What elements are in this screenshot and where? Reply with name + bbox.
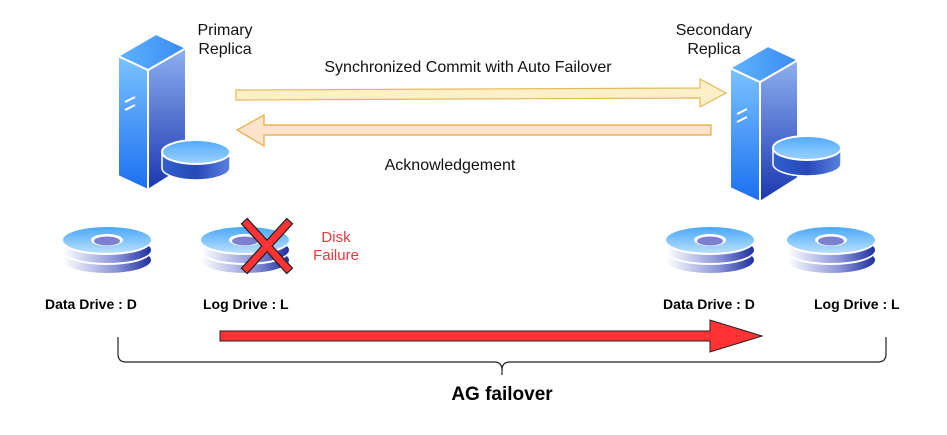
disk-failure-line2: Failure bbox=[313, 247, 359, 264]
disk-failure-label: Disk Failure bbox=[308, 229, 364, 265]
sync-commit-arrow bbox=[235, 77, 728, 109]
secondary-log-drive-icon bbox=[787, 227, 875, 273]
disk-failure-line1: Disk bbox=[321, 229, 351, 246]
secondary-log-drive-label: Log Drive : L bbox=[814, 296, 900, 312]
secondary-database-icon bbox=[772, 135, 842, 177]
sync-commit-label: Synchronized Commit with Auto Failover bbox=[324, 59, 612, 76]
acknowledgement-label: Acknowledgement bbox=[384, 157, 516, 174]
ag-failover-label: AG failover bbox=[451, 384, 553, 405]
secondary-replica-label: Secondary Replica bbox=[664, 21, 764, 59]
acknowledgement-arrow bbox=[235, 113, 712, 148]
secondary-server-icon bbox=[729, 45, 799, 203]
secondary-data-drive-icon bbox=[666, 227, 754, 273]
secondary-title-line1: Secondary bbox=[675, 22, 753, 39]
failover-brace bbox=[117, 337, 887, 375]
primary-replica-label: Primary Replica bbox=[190, 21, 260, 59]
primary-data-drive-label: Data Drive : D bbox=[45, 296, 137, 312]
secondary-title-line2: Replica bbox=[687, 41, 741, 58]
primary-data-drive-icon bbox=[63, 227, 151, 273]
primary-log-drive-label: Log Drive : L bbox=[203, 296, 289, 312]
primary-title-line1: Primary bbox=[197, 22, 253, 39]
disk-failure-x-icon bbox=[240, 217, 294, 275]
primary-title-line2: Replica bbox=[198, 41, 252, 58]
primary-database-icon bbox=[161, 139, 231, 181]
secondary-data-drive-label: Data Drive : D bbox=[663, 296, 755, 312]
failover-arrow bbox=[219, 319, 764, 353]
